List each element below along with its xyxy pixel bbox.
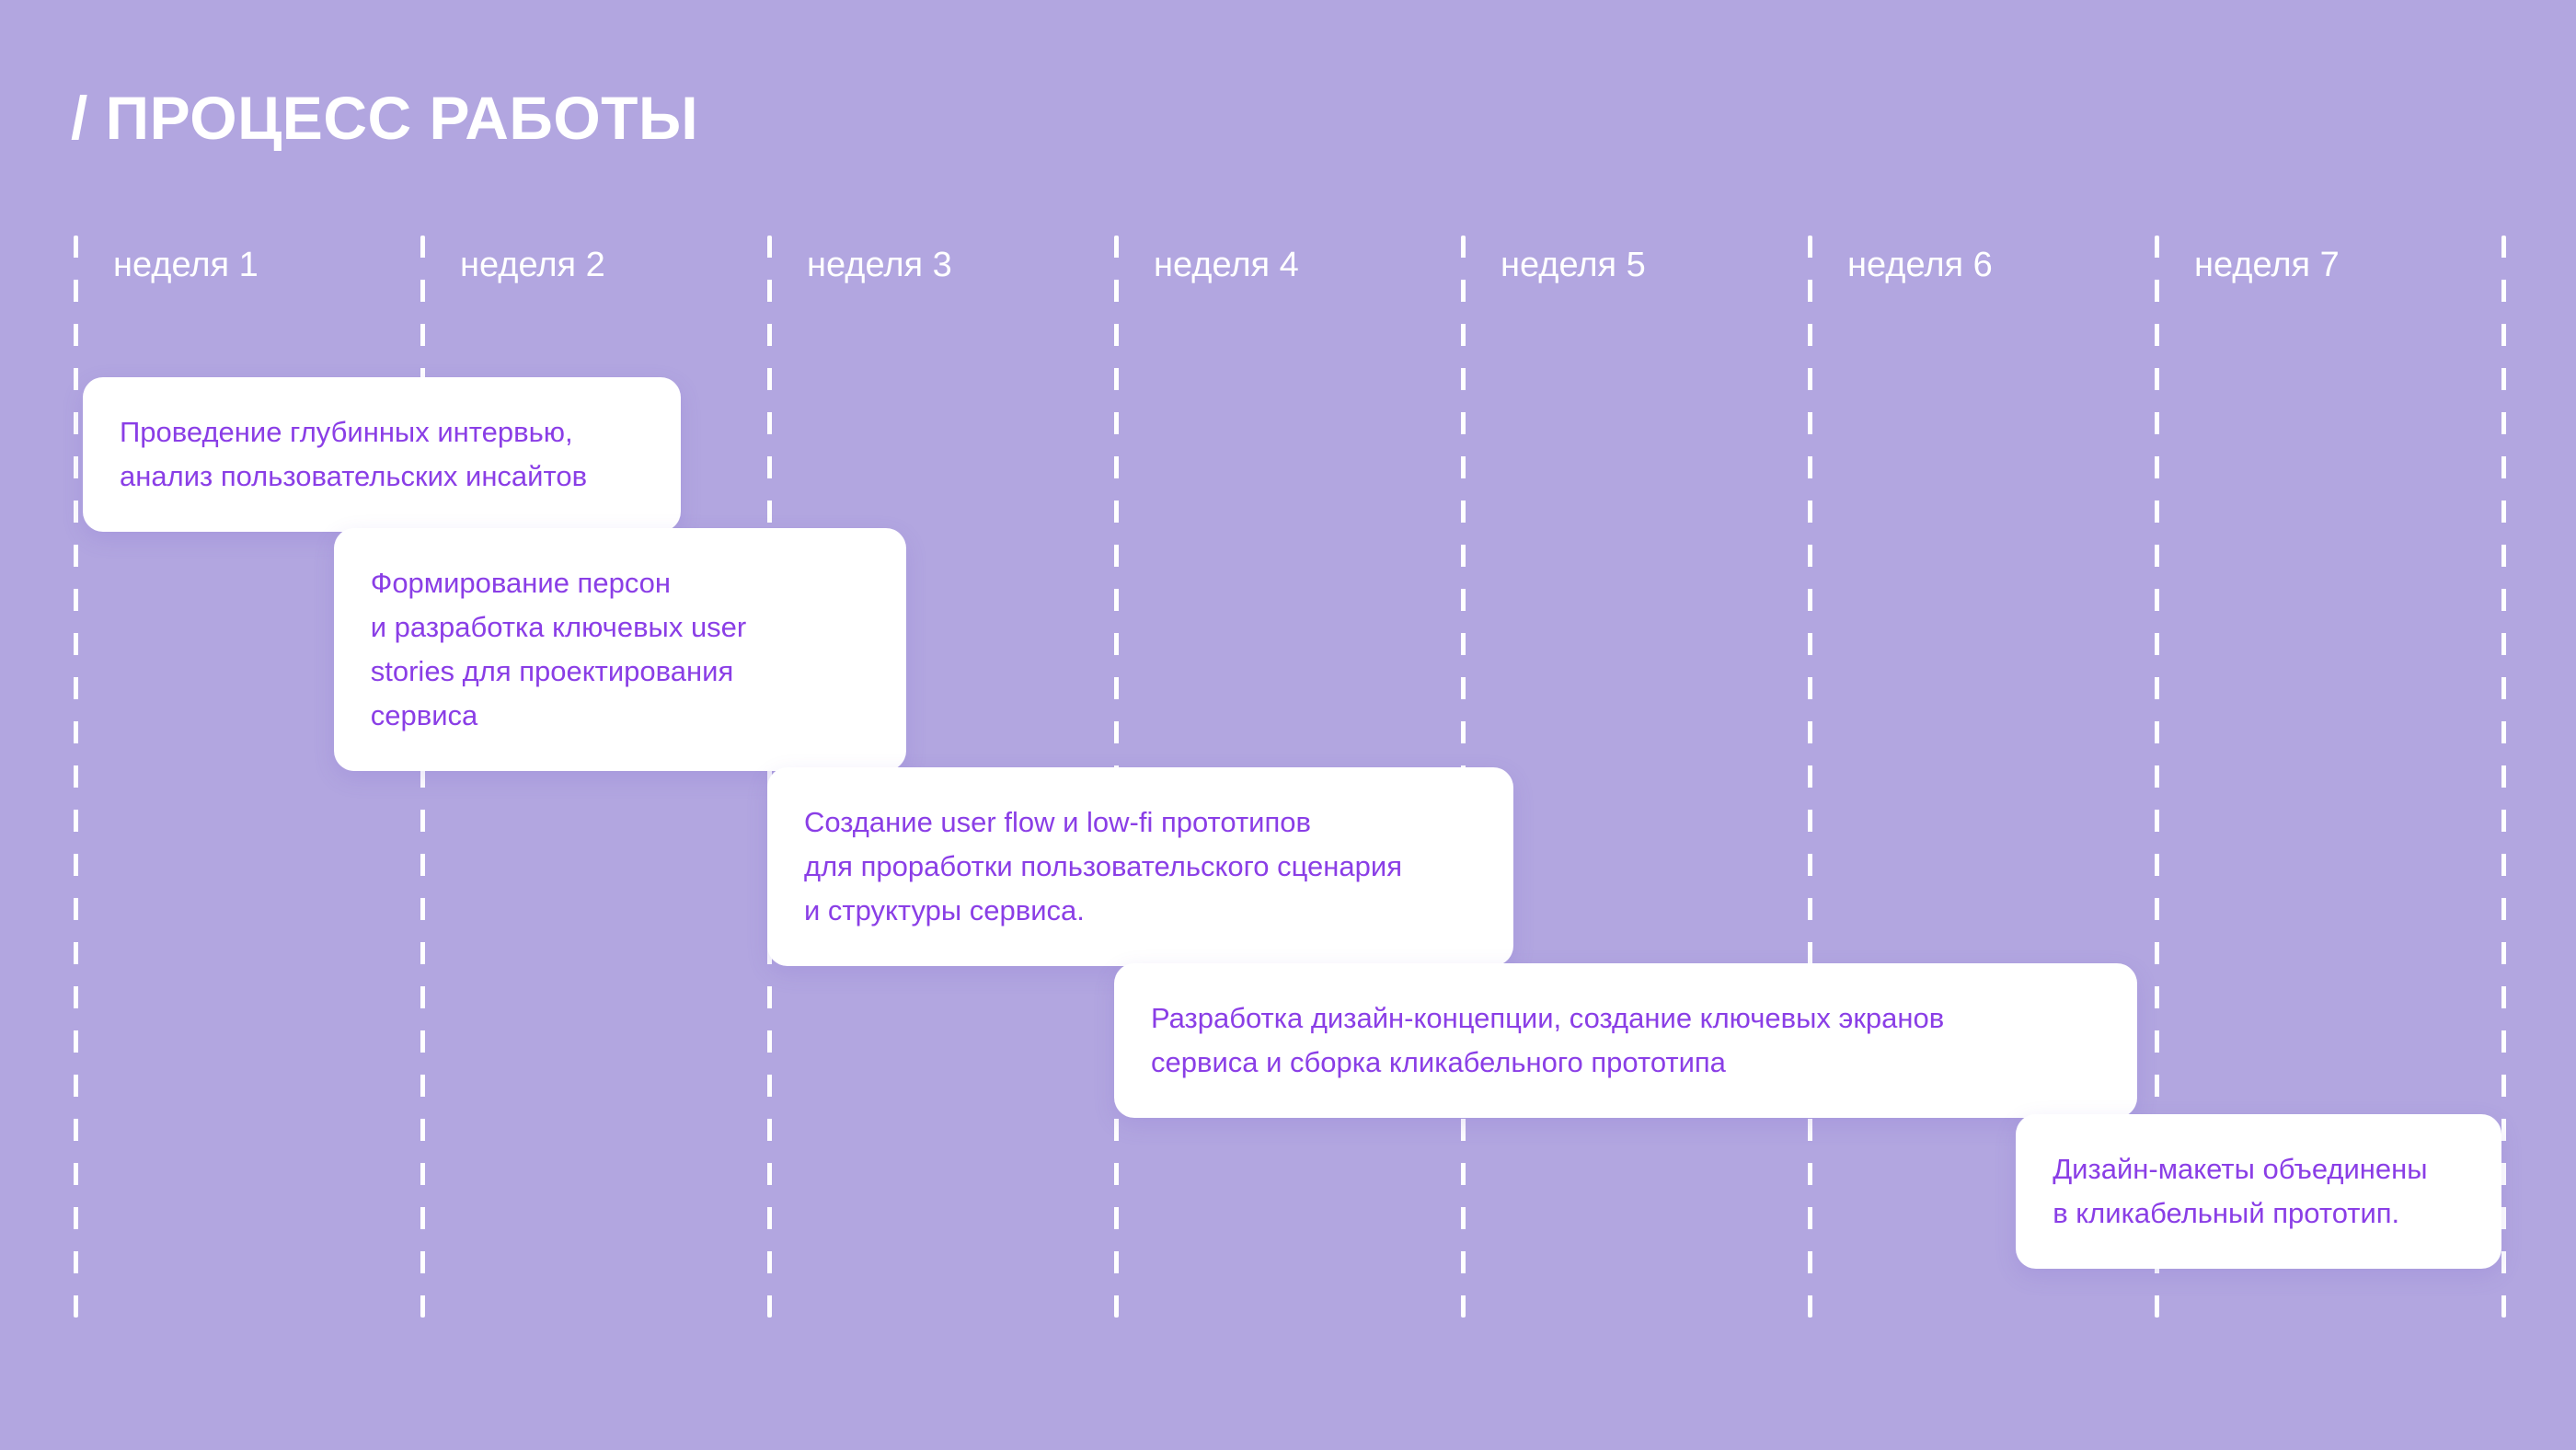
week-label: неделя 7 — [2194, 246, 2340, 284]
task-card-text: Дизайн-макеты объединены в кликабельный … — [2053, 1153, 2428, 1229]
week-label: неделя 1 — [113, 246, 259, 284]
task-card: Дизайн-макеты объединены в кликабельный … — [2016, 1114, 2501, 1269]
task-card-text: Разработка дизайн-концепции, создание кл… — [1151, 1002, 1945, 1078]
task-card: Формирование персон и разработка ключевы… — [333, 528, 906, 771]
task-card: Проведение глубинных интервью, анализ по… — [83, 377, 681, 532]
task-card: Создание user flow и low-fi прототипов д… — [767, 767, 1513, 966]
slide-title: / ПРОЦЕСС РАБОТЫ — [71, 84, 699, 152]
week-divider-line — [2155, 236, 2159, 1318]
week-divider-line — [2501, 236, 2506, 1318]
week-label: неделя 3 — [807, 246, 952, 284]
week-label: неделя 2 — [460, 246, 605, 284]
task-card: Разработка дизайн-концепции, создание кл… — [1114, 963, 2138, 1118]
week-label: неделя 5 — [1501, 246, 1646, 284]
week-divider-line — [1808, 236, 1812, 1318]
week-divider-line — [420, 236, 425, 1318]
week-label: неделя 4 — [1154, 246, 1299, 284]
task-card-text: Создание user flow и low-fi прототипов д… — [804, 806, 1402, 926]
task-card-text: Проведение глубинных интервью, анализ по… — [120, 416, 588, 492]
week-divider-line — [74, 236, 78, 1318]
task-card-text: Формирование персон и разработка ключевы… — [370, 567, 747, 731]
week-label: неделя 6 — [1847, 246, 1993, 284]
